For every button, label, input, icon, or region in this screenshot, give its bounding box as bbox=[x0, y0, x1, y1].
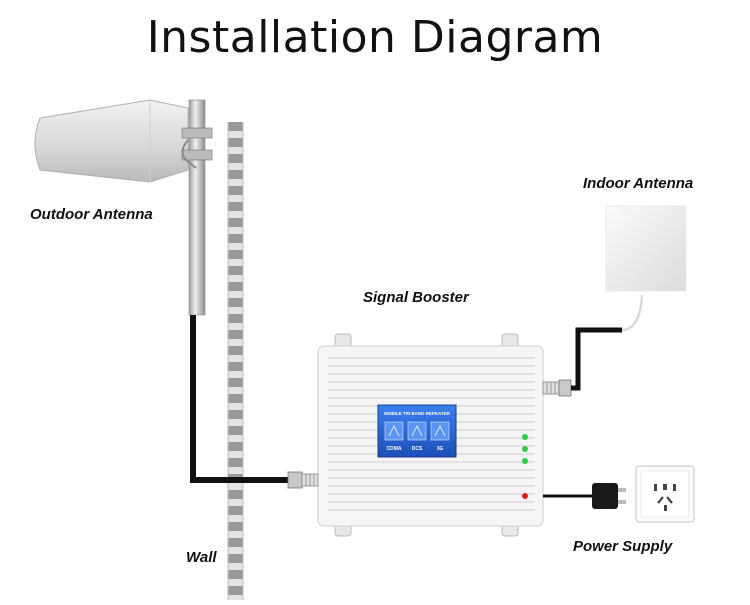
indoor-cable bbox=[571, 327, 622, 391]
band-label-2: DCS bbox=[412, 446, 423, 452]
outdoor-antenna-label: Outdoor Antenna bbox=[30, 206, 153, 223]
wall-socket bbox=[635, 465, 695, 523]
wall-label: Wall bbox=[186, 549, 217, 566]
indoor-antenna bbox=[605, 205, 687, 292]
outdoor-antenna bbox=[34, 99, 213, 316]
status-led-1 bbox=[522, 434, 528, 440]
status-led-2 bbox=[522, 446, 528, 452]
band-label-1: CDMA bbox=[387, 446, 402, 452]
indoor-antenna-label: Indoor Antenna bbox=[583, 175, 694, 192]
panel-header: MOBILE TRI BAND REPEATER bbox=[384, 411, 450, 416]
status-led-3 bbox=[522, 458, 528, 464]
booster-indoor-connector bbox=[542, 379, 572, 397]
power-led bbox=[522, 493, 528, 499]
wall bbox=[227, 122, 244, 600]
band-label-3: 3G bbox=[437, 446, 444, 452]
booster-outdoor-connector bbox=[287, 471, 319, 489]
signal-booster-label: Signal Booster bbox=[363, 289, 469, 306]
power-supply-label: Power Supply bbox=[573, 538, 673, 555]
signal-booster: MOBILE TRI BAND REPEATER CDMA DCS 3G bbox=[287, 333, 572, 537]
outdoor-cable bbox=[190, 315, 292, 483]
booster-control-panel: MOBILE TRI BAND REPEATER CDMA DCS 3G bbox=[377, 404, 457, 458]
power-adapter bbox=[592, 483, 626, 509]
page-title: Installation Diagram bbox=[146, 12, 604, 63]
